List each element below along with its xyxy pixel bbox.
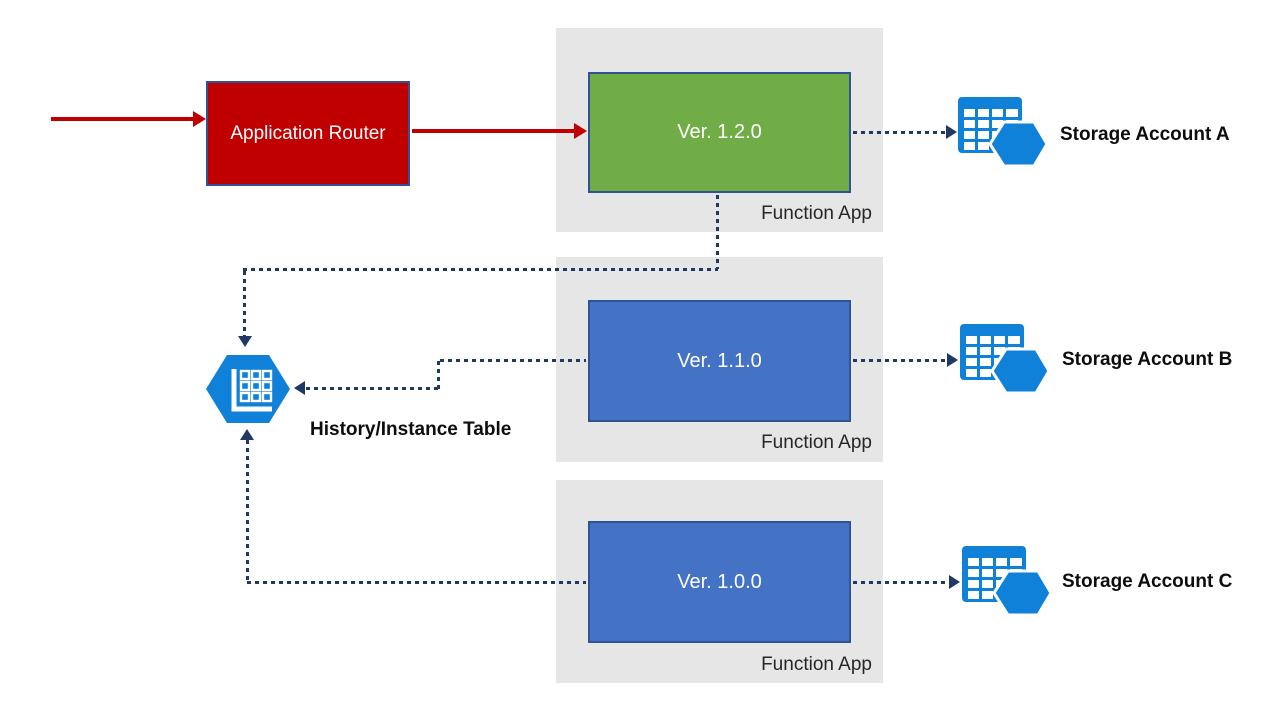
arrow-head-icon xyxy=(946,125,957,139)
arrow-head-icon xyxy=(949,575,960,589)
storage-account-a-label: Storage Account A xyxy=(1060,124,1230,145)
storage-account-b-label: Storage Account B xyxy=(1062,349,1233,370)
connector-v110-history-seg3 xyxy=(306,387,438,390)
connector-v120-history-seg1 xyxy=(716,195,719,269)
connector-v120-history-seg3 xyxy=(243,271,246,336)
connector-v110-storage-b xyxy=(853,359,947,362)
storage-account-c-label: Storage Account C xyxy=(1062,571,1233,592)
incoming-arrow-line xyxy=(51,117,193,121)
version-label: Ver. 1.0.0 xyxy=(677,570,762,593)
version-label: Ver. 1.2.0 xyxy=(677,121,762,143)
connector-v120-storage-a xyxy=(853,131,946,134)
storage-account-c-icon xyxy=(962,546,1053,617)
router-to-function-arrow-line xyxy=(412,129,574,133)
storage-account-b-icon xyxy=(960,324,1051,395)
application-router-box: Application Router xyxy=(206,81,410,186)
version-box-1-1-0: Ver. 1.1.0 xyxy=(588,300,851,422)
version-box-1-0-0: Ver. 1.0.0 xyxy=(588,521,851,643)
version-label: Ver. 1.1.0 xyxy=(677,349,762,372)
connector-v120-history-seg2 xyxy=(243,268,718,271)
application-router-label: Application Router xyxy=(230,123,386,144)
history-table-hexagon-icon xyxy=(206,355,290,423)
connector-v100-history-seg1 xyxy=(247,581,586,584)
history-table-label: History/Instance Table xyxy=(310,419,512,440)
version-box-1-2-0: Ver. 1.2.0 xyxy=(588,72,851,193)
arrow-head-icon xyxy=(240,429,254,440)
arrow-head-icon xyxy=(947,353,958,367)
router-to-function-arrow-head-icon xyxy=(574,123,587,139)
storage-account-a-icon xyxy=(958,97,1049,168)
arrow-head-icon xyxy=(294,381,305,395)
connector-v110-history-seg2 xyxy=(437,361,440,389)
connector-v110-history-seg1 xyxy=(440,359,586,362)
function-app-caption-1: Function App xyxy=(761,203,872,224)
connector-v100-history-seg2 xyxy=(246,440,249,582)
arrow-head-icon xyxy=(238,336,252,347)
connector-v100-storage-c xyxy=(853,581,949,584)
function-app-caption-2: Function App xyxy=(761,432,872,453)
incoming-arrow-head-icon xyxy=(193,111,206,127)
function-app-caption-3: Function App xyxy=(761,654,872,675)
